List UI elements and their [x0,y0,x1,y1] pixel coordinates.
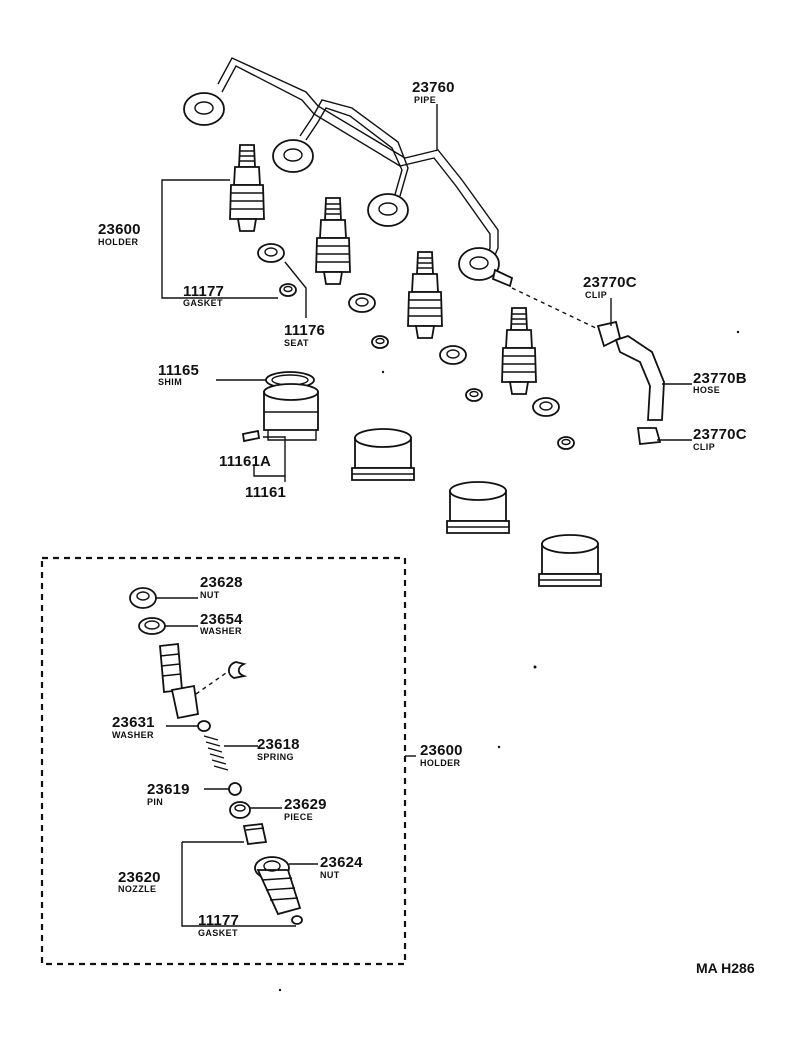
part-number-11161: 11161 [245,484,287,501]
part-number-23770c-top: 23770C [583,274,637,291]
part-number-11176: 11176 [284,322,326,339]
part-name-spring: SPRING [257,752,294,762]
diagram-code: MA H286 [696,960,755,976]
part-number-23628: 23628 [200,574,243,591]
part-number-23629: 23629 [284,796,327,813]
part-name-pin: PIN [147,797,164,807]
part-name-shim: SHIM [158,377,183,387]
scan-dots [278,330,740,992]
part-number-23770c-bottom: 23770C [693,426,747,443]
hose-clips [511,287,665,445]
part-name-nut-lower: NUT [320,870,340,880]
leader-lines [161,104,692,482]
part-name-holder-detail: HOLDER [420,758,461,768]
part-name-clip-bottom: CLIP [693,442,716,452]
part-name-nozzle: NOZZLE [118,884,157,894]
part-number-11165: 11165 [158,362,200,379]
part-number-23619: 23619 [147,781,190,798]
part-name-seat: SEAT [284,338,309,348]
part-name-piece: PIECE [284,812,314,822]
part-number-23600-detail: 23600 [420,742,463,759]
pipe-assembly [183,57,514,288]
part-number-23624: 23624 [320,854,363,871]
part-name-nut-upper: NUT [200,590,220,600]
part-number-11161a: 11161A [219,453,272,470]
part-name-pipe: PIPE [414,95,437,105]
part-number-23654: 23654 [200,611,243,628]
part-number-23760: 23760 [412,79,455,96]
part-number-11177: 11177 [183,283,225,300]
part-name-hose: HOSE [693,385,721,395]
part-name-gasket-detail: GASKET [198,928,238,938]
part-name-washer-upper: WASHER [200,626,242,636]
part-number-23600: 23600 [98,221,141,238]
shim-sleeves [241,371,602,587]
part-number-23631: 23631 [112,714,155,731]
part-name-gasket: GASKET [183,298,223,308]
part-number-23620: 23620 [118,869,161,886]
part-number-11177-detail: 11177 [198,912,240,929]
part-name-clip-top: CLIP [585,290,608,300]
part-name-holder: HOLDER [98,237,139,247]
holder-detail-box [40,556,416,966]
part-number-23618: 23618 [257,736,300,753]
part-number-23770b: 23770B [693,370,747,387]
part-name-washer-lower: WASHER [112,730,154,740]
